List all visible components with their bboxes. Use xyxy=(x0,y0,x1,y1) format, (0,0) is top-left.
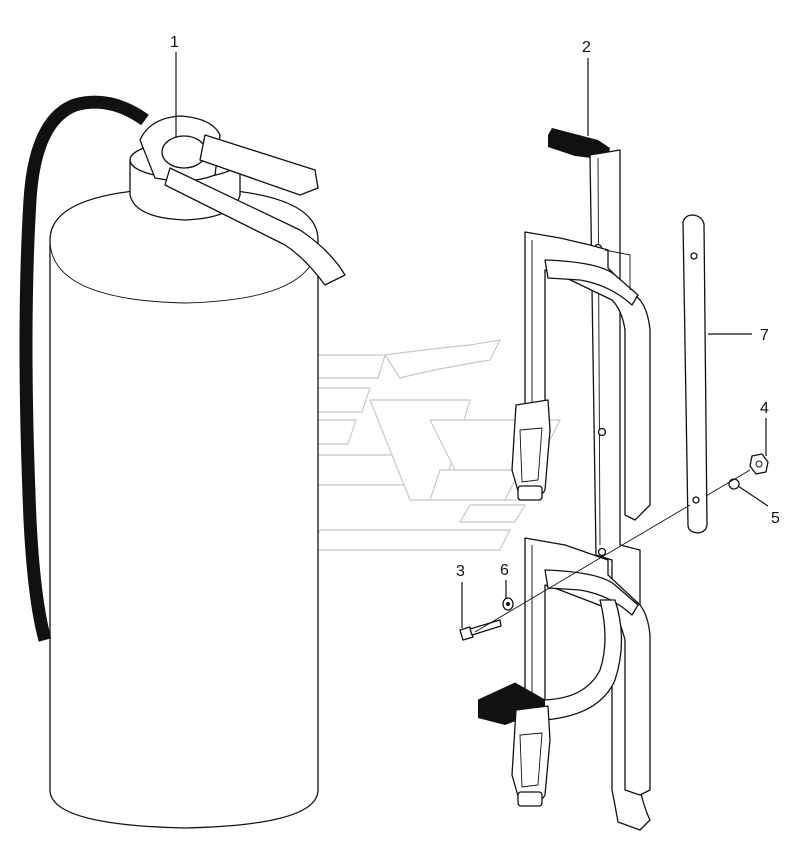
extinguisher-valve-head xyxy=(139,115,346,286)
leader-5 xyxy=(737,485,769,507)
bracket-hole-middle xyxy=(597,427,607,437)
bracket-top-cap xyxy=(548,128,610,160)
washer-5 xyxy=(728,478,740,490)
extinguisher-body xyxy=(49,141,319,829)
callout-2: 2 xyxy=(582,39,591,56)
hose xyxy=(19,95,149,642)
callout-1: 1 xyxy=(170,34,179,51)
callout-6: 6 xyxy=(500,562,509,579)
assembly-axis-lower xyxy=(474,504,691,633)
callout-7: 7 xyxy=(760,327,769,344)
backing-plate xyxy=(682,214,708,534)
callout-3: 3 xyxy=(456,563,465,580)
callout-5: 5 xyxy=(771,510,780,527)
nut xyxy=(749,453,769,475)
assembly-axis-nut xyxy=(705,469,751,497)
callout-4: 4 xyxy=(760,400,769,417)
bracket-hole-lower xyxy=(597,547,607,557)
washer-6-hole xyxy=(506,602,510,606)
mounting-bracket xyxy=(477,128,651,831)
bolt xyxy=(459,619,502,641)
